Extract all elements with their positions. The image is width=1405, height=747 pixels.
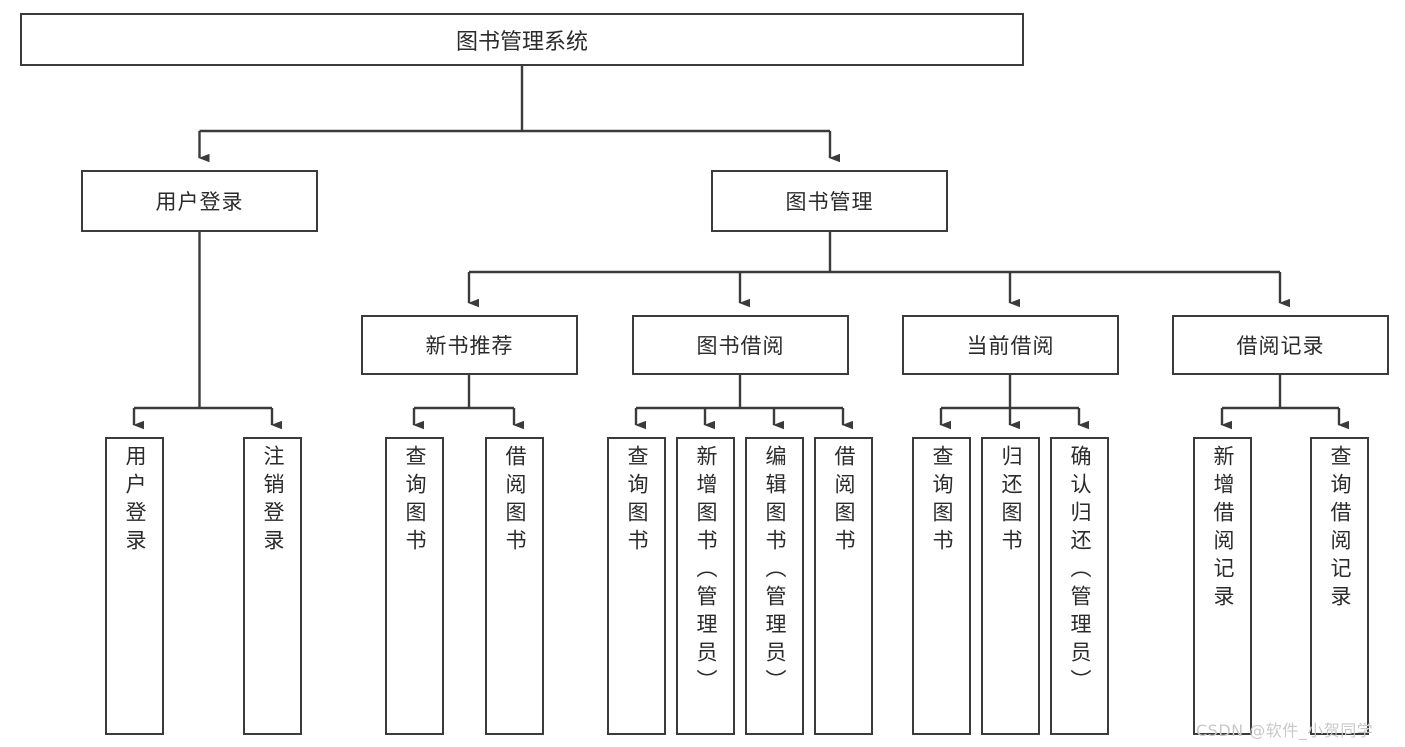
leaf-borrow-book[interactable]: 借阅图书 bbox=[814, 437, 873, 735]
node-label: 当前借阅 bbox=[966, 334, 1055, 358]
node-label: 用户登录 bbox=[123, 445, 147, 557]
node-user-login[interactable]: 用户登录 bbox=[81, 170, 318, 232]
node-new-book-recommend[interactable]: 新书推荐 bbox=[361, 315, 578, 375]
node-label: 新书推荐 bbox=[425, 334, 514, 358]
leaf-user-login[interactable]: 用户登录 bbox=[105, 437, 164, 735]
watermark: CSDN @软件_小贺同学 bbox=[1196, 721, 1374, 740]
node-label: 注销登录 bbox=[261, 445, 285, 557]
node-label: 查询图书 bbox=[625, 445, 649, 557]
leaf-confirm-return-admin[interactable]: 确认归还（管理员） bbox=[1050, 437, 1109, 735]
node-label: 借阅图书 bbox=[503, 445, 527, 557]
leaf-query-book-borrow[interactable]: 查询图书 bbox=[607, 437, 666, 735]
node-label: 图书管理系统 bbox=[455, 29, 588, 55]
node-label: 查询图书 bbox=[403, 445, 427, 557]
node-label: 图书借阅 bbox=[696, 334, 785, 358]
node-book-management[interactable]: 图书管理 bbox=[711, 170, 948, 232]
node-label: 确认归还（管理员） bbox=[1068, 445, 1092, 697]
node-label: 用户登录 bbox=[155, 190, 244, 214]
leaf-add-book-admin[interactable]: 新增图书（管理员） bbox=[676, 437, 735, 735]
leaf-logout[interactable]: 注销登录 bbox=[243, 437, 302, 735]
node-label: 图书管理 bbox=[785, 190, 874, 214]
leaf-query-book-recommend[interactable]: 查询图书 bbox=[385, 437, 444, 735]
node-root-system[interactable]: 图书管理系统 bbox=[20, 13, 1024, 66]
node-borrow-record[interactable]: 借阅记录 bbox=[1172, 315, 1389, 375]
node-label: 查询借阅记录 bbox=[1328, 445, 1352, 613]
node-book-borrow[interactable]: 图书借阅 bbox=[632, 315, 849, 375]
node-label: 编辑图书（管理员） bbox=[763, 445, 787, 697]
leaf-query-borrow-record[interactable]: 查询借阅记录 bbox=[1310, 437, 1369, 735]
node-label: 归还图书 bbox=[999, 445, 1023, 557]
leaf-edit-book-admin[interactable]: 编辑图书（管理员） bbox=[745, 437, 804, 735]
leaf-borrow-book-recommend[interactable]: 借阅图书 bbox=[485, 437, 544, 735]
leaf-return-book[interactable]: 归还图书 bbox=[981, 437, 1040, 735]
node-label: 新增图书（管理员） bbox=[694, 445, 718, 697]
leaf-query-book-current[interactable]: 查询图书 bbox=[912, 437, 971, 735]
node-label: 查询图书 bbox=[930, 445, 954, 557]
leaf-add-borrow-record[interactable]: 新增借阅记录 bbox=[1193, 437, 1252, 735]
node-label: 借阅图书 bbox=[832, 445, 856, 557]
node-label: 借阅记录 bbox=[1236, 334, 1325, 358]
node-current-borrow[interactable]: 当前借阅 bbox=[902, 315, 1119, 375]
node-label: 新增借阅记录 bbox=[1211, 445, 1235, 613]
